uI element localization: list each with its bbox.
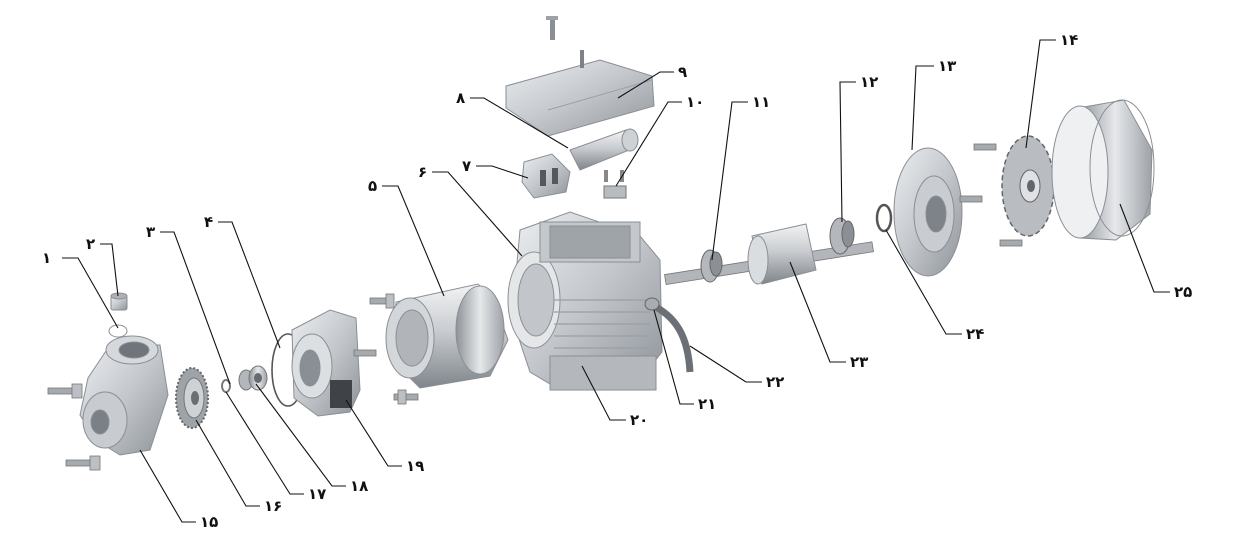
callout-10: ۱۰ <box>686 93 704 111</box>
leader-13 <box>911 65 934 151</box>
leader-2 <box>100 243 119 297</box>
callout-6: ۶ <box>418 163 427 181</box>
callout-18: ۱۸ <box>350 477 368 495</box>
part-24-wave-washer <box>875 203 893 233</box>
part-13-rear-bracket <box>893 147 963 277</box>
leader-lines <box>62 39 1170 523</box>
bolt-icon <box>353 349 377 357</box>
part-1-washer <box>108 324 128 338</box>
part-25-fan-cover <box>1051 99 1155 241</box>
part-12-bearing <box>829 217 855 255</box>
leader-25 <box>1119 203 1170 293</box>
callout-25: ۲۵ <box>1174 283 1192 301</box>
bolt-icon <box>65 455 101 471</box>
callout-2: ۲ <box>86 235 95 253</box>
leader-20 <box>581 365 626 421</box>
leader-8 <box>470 97 569 149</box>
part-18-seal <box>238 365 268 391</box>
leader-9 <box>617 71 674 99</box>
leader-12 <box>839 81 856 223</box>
leader-21 <box>653 309 694 405</box>
leader-14 <box>1025 39 1056 149</box>
leader-17 <box>225 391 304 495</box>
callout-12: ۱۲ <box>860 73 878 91</box>
callout-5: ۵ <box>368 177 377 195</box>
callout-8: ۸ <box>456 89 465 107</box>
callout-numbers: ۱ ۲ ۳ ۴ ۵ ۶ ۷ ۸ ۹ ۱۰ ۱۱ ۱۲ ۱۳ ۱۴ ۱۵ ۱۶ ۱… <box>42 31 1192 531</box>
leader-18 <box>255 383 346 487</box>
bolt-icon <box>369 293 395 309</box>
part-15-pump-housing <box>79 335 169 456</box>
part-8-capacitor <box>569 128 639 171</box>
part-11-bearing <box>700 249 723 283</box>
leader-16 <box>195 419 260 507</box>
callout-20: ۲۰ <box>630 411 648 429</box>
leader-24 <box>885 229 962 335</box>
callout-1: ۱ <box>42 249 51 267</box>
callout-7: ۷ <box>462 157 471 175</box>
bolt-icon <box>959 195 983 203</box>
leader-10 <box>615 101 682 187</box>
leader-11 <box>711 101 748 261</box>
leader-4 <box>218 221 281 349</box>
bolt-icon <box>393 389 419 405</box>
callout-13: ۱۳ <box>938 57 956 75</box>
bolt-icon <box>47 383 83 399</box>
part-16-impeller <box>175 367 209 429</box>
leader-5 <box>382 185 445 297</box>
callout-17: ۱۷ <box>308 485 326 503</box>
callout-16: ۱۶ <box>264 497 282 515</box>
part-20-motor-body <box>507 211 663 391</box>
part-2-plug <box>110 292 128 311</box>
callout-15: ۱۵ <box>200 513 218 531</box>
callout-22: ۲۲ <box>766 373 784 391</box>
leader-6 <box>432 171 523 257</box>
leader-3 <box>160 231 231 385</box>
leader-19 <box>345 399 402 467</box>
callout-3: ۳ <box>146 223 155 241</box>
part-14-fan <box>1001 135 1055 237</box>
part-21-cable-gland <box>644 297 660 311</box>
leader-7 <box>476 165 529 179</box>
callout-24: ۲۴ <box>966 325 984 343</box>
leader-1 <box>62 257 119 329</box>
callout-9: ۹ <box>678 63 687 81</box>
leader-15 <box>139 449 196 523</box>
leader-23 <box>789 261 846 363</box>
callout-4: ۴ <box>204 213 213 231</box>
part-9-terminal-cover <box>505 16 655 137</box>
callout-11: ۱۱ <box>752 93 770 111</box>
callout-19: ۱۹ <box>406 457 424 475</box>
callout-21: ۲۱ <box>698 395 716 413</box>
callout-23: ۲۳ <box>850 353 868 371</box>
callout-14: ۱۴ <box>1060 31 1078 49</box>
bolt-icon <box>973 143 997 151</box>
bolt-icon <box>999 239 1023 247</box>
part-5-stator <box>385 283 509 389</box>
leader-22 <box>689 345 762 383</box>
part-19-bracket <box>291 309 361 417</box>
part-7-terminal-block <box>521 153 571 199</box>
